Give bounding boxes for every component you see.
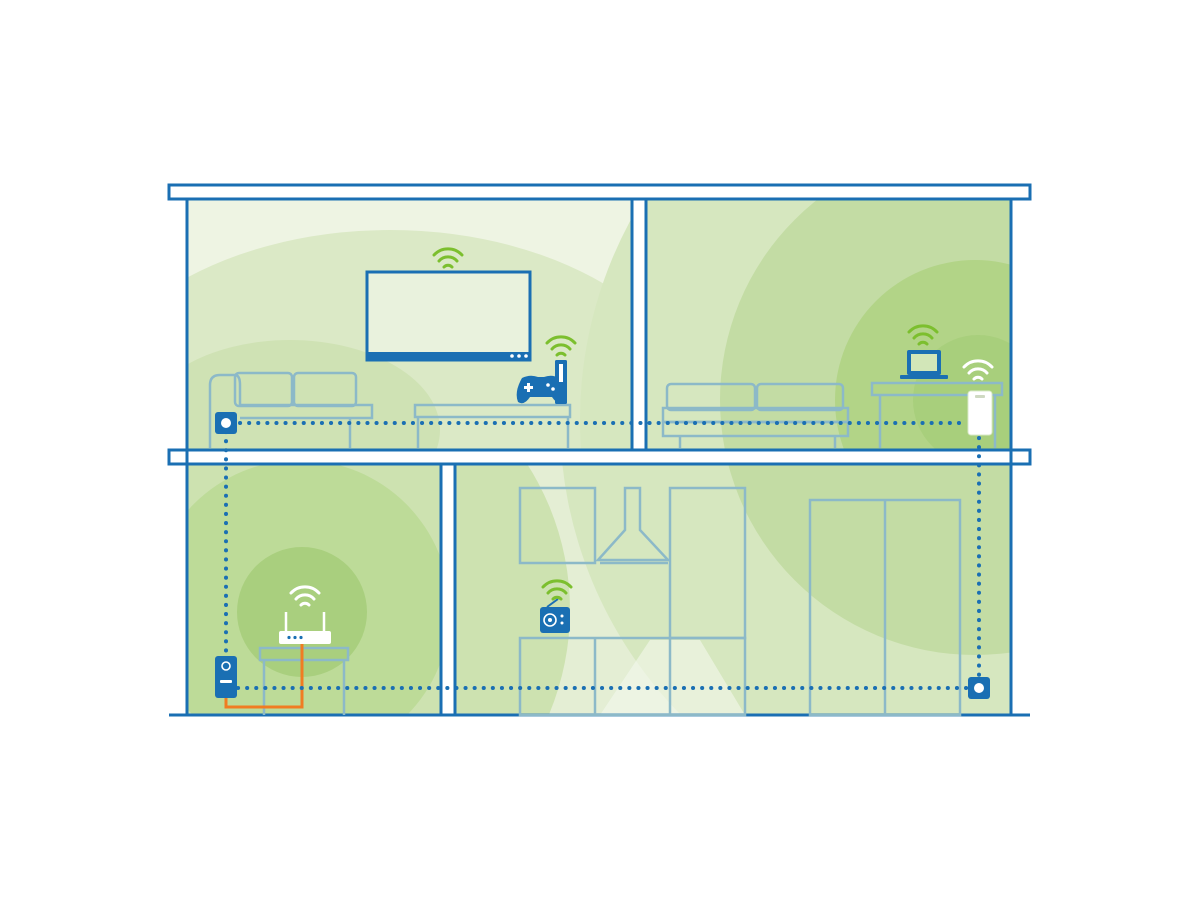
wifi-icon: [289, 585, 321, 607]
wifi-icon: [907, 324, 939, 346]
wifi-icon: [545, 335, 577, 357]
power-socket-icon: [215, 412, 237, 434]
wifi-icon: [962, 359, 994, 381]
building-outline: [167, 183, 1032, 717]
game-console-icon: [516, 360, 567, 404]
study-room: [661, 381, 1004, 448]
radio-icon: [540, 598, 570, 633]
roof-slab: [167, 183, 1032, 201]
router-icon: [279, 612, 331, 644]
laptop-icon: [900, 350, 948, 379]
sofa-icon: [208, 371, 374, 448]
powerline-adapter-icon: [215, 656, 237, 698]
powerline-network-cable: [224, 421, 981, 690]
wifi-powerline-adapter-icon: [967, 390, 993, 436]
lower-floor-wifi-coverage: [188, 464, 1010, 715]
wifi-icon: [541, 579, 573, 601]
lower-divider-wall: [439, 462, 457, 717]
floor-slab: [167, 448, 1032, 466]
kitchen-icon: [518, 486, 962, 717]
wifi-icon: [432, 247, 464, 269]
ethernet-cable: [224, 644, 304, 709]
upper-floor-wifi-coverage: [188, 200, 1010, 450]
upper-divider-wall: [630, 197, 648, 452]
power-socket-icon: [968, 677, 990, 699]
desk-icon: [870, 381, 1004, 448]
sofa-icon: [661, 382, 850, 448]
tv-icon: [365, 270, 532, 362]
